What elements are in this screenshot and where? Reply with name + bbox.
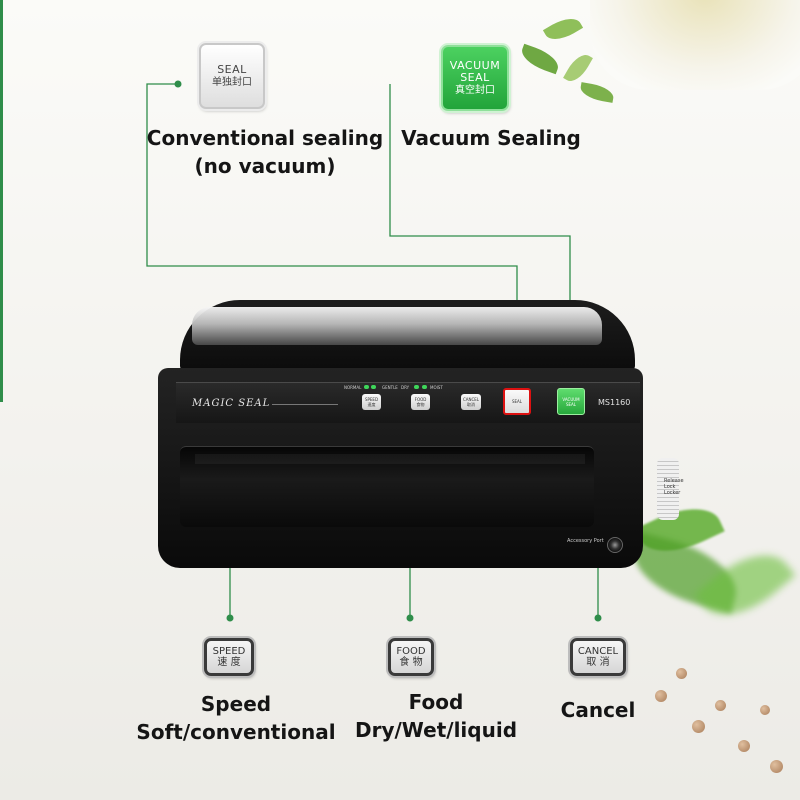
food-button[interactable]: FOOD 食 物 [388, 638, 434, 676]
cancel-button-label: CANCEL [577, 645, 619, 657]
window-glare [195, 454, 585, 464]
food-button-label: FOOD [396, 645, 426, 657]
speed-caption: Speed Soft/conventional [130, 690, 342, 746]
food-button-sublabel: 食 物 [399, 657, 423, 668]
speed-led [364, 385, 369, 389]
seal-button-sublabel: 单独封口 [212, 76, 252, 88]
left-accent-line [0, 0, 3, 402]
machine-speed-key[interactable]: SPEED 速度 [362, 394, 381, 410]
nut-decoration [655, 690, 667, 702]
machine-cancel-key-label: CANCEL [462, 396, 480, 402]
food-caption: Food Dry/Wet/liquid [350, 688, 522, 744]
nut-decoration [770, 760, 783, 773]
seal-button[interactable]: SEAL 单独封口 [199, 43, 265, 109]
machine-cancel-key[interactable]: CANCEL 取消 [461, 394, 481, 410]
machine-speed-key-label: SPEED [364, 396, 379, 402]
nut-decoration [738, 740, 750, 752]
panel-divider [272, 404, 338, 405]
speed-normal-label: NORMAL [344, 385, 362, 390]
food-dry-label: DRY [401, 385, 410, 390]
speed-button[interactable]: SPEED 速 度 [204, 638, 254, 676]
lock-knob-label: Release Lock Locker [664, 478, 684, 496]
machine-speed-key-sublabel: 速度 [367, 401, 376, 407]
machine-food-key[interactable]: FOOD 食物 [411, 394, 430, 410]
machine-cancel-key-sublabel: 取消 [467, 401, 475, 407]
lock-label-locker: Locker [664, 490, 681, 496]
cancel-button-sublabel: 取 消 [586, 657, 610, 668]
speed-button-label: SPEED [212, 645, 246, 657]
lock-label-release: Release [664, 478, 684, 484]
conventional-sealing-title: Conventional sealing [146, 126, 384, 150]
seal-button-label: SEAL [217, 62, 247, 76]
vacuum-seal-button-sublabel: 真空封口 [455, 84, 495, 96]
food-led [414, 385, 419, 389]
machine-seal-key[interactable]: SEAL [503, 388, 531, 415]
machine-seal-key-label: SEAL [511, 399, 523, 404]
accessory-port-label: Accessory Port [567, 538, 604, 544]
speed-gentle-label: GENTLE [382, 385, 398, 390]
machine-vacuum-seal-key-label: VACUUM SEAL [562, 396, 580, 407]
speed-button-sublabel: 速 度 [217, 657, 241, 668]
food-caption-modes: Dry/Wet/liquid [354, 718, 518, 742]
tea-cup-decoration [590, 0, 800, 90]
lock-label-lock: Lock [664, 484, 676, 490]
sealing-window [180, 446, 594, 527]
lid-highlight [192, 307, 602, 345]
model-number: MS1160 [598, 398, 631, 407]
food-moist-label: MOIST [430, 385, 443, 390]
nut-decoration [676, 668, 687, 679]
machine-vacuum-seal-key[interactable]: VACUUM SEAL [557, 388, 585, 415]
food-caption-title: Food [408, 690, 464, 714]
vacuum-seal-button-label-2: SEAL [460, 71, 490, 85]
machine-food-key-sublabel: 食物 [416, 401, 425, 407]
lock-knob[interactable] [657, 458, 679, 520]
food-led [422, 385, 427, 389]
conventional-sealing-note: (no vacuum) [194, 154, 336, 178]
vacuum-seal-button-label: VACUUM [449, 58, 501, 72]
nut-decoration [715, 700, 726, 711]
cancel-caption: Cancel [560, 698, 636, 722]
accessory-port[interactable] [607, 537, 623, 553]
vacuum-sealing-caption: Vacuum Sealing [401, 126, 581, 150]
conventional-sealing-caption: Conventional sealing (no vacuum) [140, 124, 390, 180]
cancel-button[interactable]: CANCEL 取 消 [570, 638, 626, 676]
nut-decoration [692, 720, 705, 733]
speed-caption-modes: Soft/conventional [136, 720, 336, 744]
speed-led [371, 385, 376, 389]
speed-caption-title: Speed [200, 692, 272, 716]
nut-decoration [760, 705, 770, 715]
brand-logo: MAGIC SEAL [192, 398, 271, 409]
machine-food-key-label: FOOD [414, 396, 427, 402]
vacuum-seal-button[interactable]: VACUUM SEAL 真空封口 [441, 45, 509, 111]
